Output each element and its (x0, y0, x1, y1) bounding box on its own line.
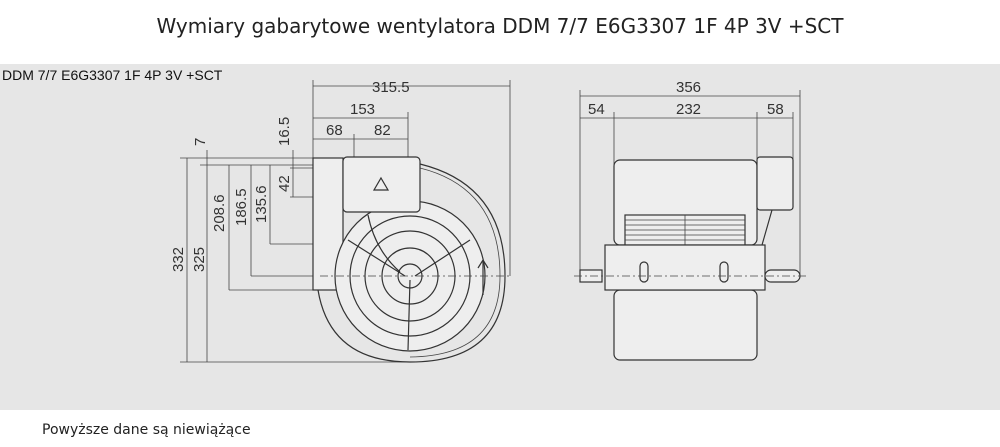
dim-186-5: 186.5 (233, 188, 250, 226)
side-view: 356 54 232 58 (574, 79, 806, 361)
dim-54: 54 (588, 101, 605, 118)
dim-232: 232 (676, 101, 701, 118)
dim-82: 82 (374, 122, 391, 139)
front-view: 315.5 153 68 82 332 325 208.6 186.5 135.… (170, 79, 511, 363)
dim-68: 68 (326, 122, 343, 139)
disclaimer-note: Powyższe dane są niewiążące (42, 422, 251, 438)
dim-16-5: 16.5 (276, 117, 293, 146)
dim-7: 7 (192, 138, 209, 146)
dim-58: 58 (767, 101, 784, 118)
dim-315-5: 315.5 (372, 79, 410, 96)
dim-325: 325 (191, 247, 208, 272)
dim-208-6: 208.6 (211, 194, 228, 232)
page-title: Wymiary gabarytowe wentylatora DDM 7/7 E… (156, 14, 844, 38)
dim-42: 42 (276, 175, 293, 192)
model-label: DDM 7/7 E6G3307 1F 4P 3V +SCT (2, 67, 223, 83)
dim-135-6: 135.6 (253, 185, 270, 223)
dim-356: 356 (676, 79, 701, 96)
dim-332: 332 (170, 247, 187, 272)
dim-153: 153 (350, 101, 375, 118)
